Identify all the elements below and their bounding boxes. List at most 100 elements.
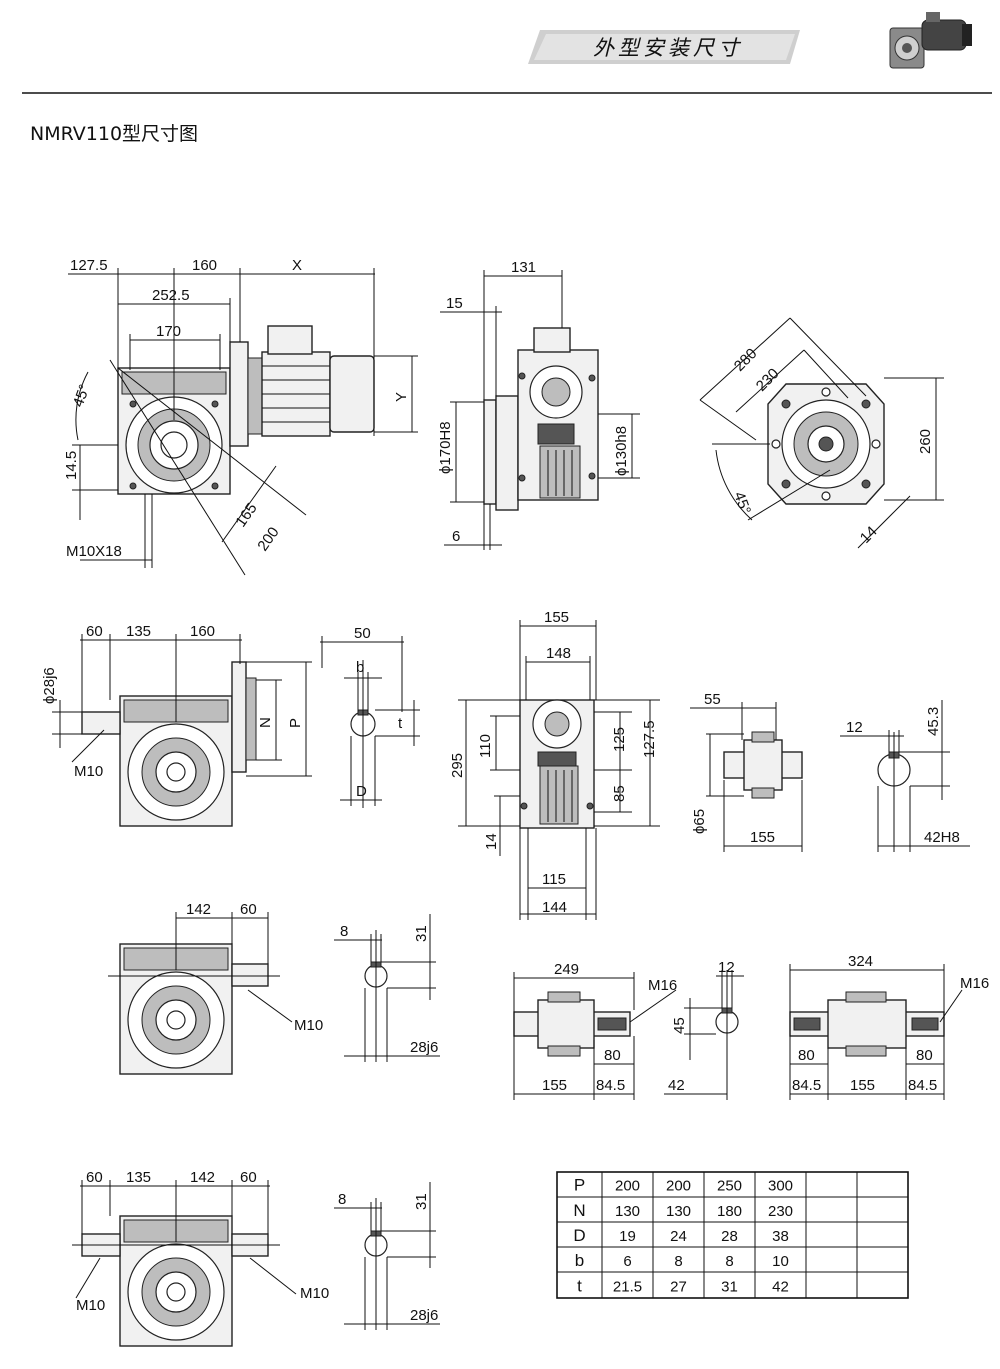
dim-m10x18: M10X18 — [66, 543, 122, 560]
table-cell: 38 — [772, 1228, 789, 1245]
table-cell: 8 — [725, 1253, 733, 1270]
dim-y: Y — [393, 392, 410, 402]
dim-155-d: 155 — [850, 1077, 875, 1094]
dim-45_3: 45.3 — [925, 707, 942, 736]
dim-28j6-a: 28j6 — [410, 1039, 438, 1056]
dim-50: 50 — [354, 625, 371, 642]
dim-160-b: 160 — [190, 623, 215, 640]
table-cell: 19 — [619, 1228, 636, 1245]
table-cell: 31 — [721, 1278, 738, 1295]
table-cell: 21.5 — [613, 1278, 642, 1295]
dim-m10-c: M10 — [76, 1297, 105, 1314]
dim-110: 110 — [477, 734, 494, 758]
dim-t: t — [398, 715, 403, 732]
dim-252_5: 252.5 — [152, 287, 190, 304]
table-row-label: P — [574, 1176, 585, 1195]
view-double-out: 60 135 142 60 M10 M10 — [72, 1169, 329, 1347]
table-cell: 42 — [772, 1278, 789, 1295]
dim-8-a: 8 — [340, 923, 348, 940]
banner-title: 外型安装尺寸 — [593, 36, 743, 60]
dim-115: 115 — [542, 871, 566, 888]
dim-m10-d: M10 — [300, 1285, 329, 1302]
table-cell: 24 — [670, 1228, 687, 1245]
table-cell: 230 — [768, 1203, 793, 1220]
dim-80-c: 80 — [916, 1047, 933, 1064]
view-hollow-key: 12 45.3 42H8 — [840, 700, 970, 852]
dim-148: 148 — [546, 645, 571, 662]
table-cell: 10 — [772, 1253, 789, 1270]
dim-135-b: 135 — [126, 1169, 151, 1186]
table-cell: 250 — [717, 1178, 742, 1195]
table-cell: 200 — [666, 1178, 691, 1195]
dim-phi65: ϕ65 — [691, 809, 708, 834]
view-double-key: 8 31 28j6 — [334, 1182, 440, 1330]
view-single-key: 12 45 42 — [664, 959, 744, 1100]
view-flange-side: 131 15 ϕ170H8 ϕ130h8 6 — [437, 259, 640, 550]
dim-8-b: 8 — [338, 1191, 346, 1208]
dim-phi130h8: ϕ130h8 — [613, 426, 630, 476]
table-cell: 6 — [623, 1253, 631, 1270]
view-flange-face: 280 230 260 45° 14 — [699, 317, 944, 549]
dim-85: 85 — [611, 785, 628, 802]
dim-14-front: 14 — [483, 833, 500, 850]
dim-144: 144 — [542, 899, 567, 916]
gearbox-thumbnail — [889, 12, 972, 69]
dim-6: 6 — [452, 528, 460, 545]
table-cell: 130 — [666, 1203, 691, 1220]
dim-28j6-b: 28j6 — [410, 1307, 438, 1324]
view-single-shaft: 249 M16 80 155 84.5 — [513, 961, 677, 1100]
table-cell: 300 — [768, 1178, 793, 1195]
dim-d: D — [356, 783, 367, 800]
view-output-key: 8 31 28j6 — [334, 914, 440, 1062]
dim-60-b: 60 — [240, 901, 257, 918]
view-double-shaft: 324 M16 80 80 84.5 155 84.5 — [789, 953, 989, 1100]
dim-60: 60 — [86, 623, 103, 640]
dim-12-single: 12 — [718, 959, 735, 976]
dim-15: 15 — [446, 295, 463, 312]
view-side-motor: 127.5 160 X 252.5 170 45° Y 14.5 165 200… — [63, 257, 418, 576]
table-cell: 130 — [615, 1203, 640, 1220]
view-input-shaft: 60 135 160 ϕ28j6 N P M10 — [41, 623, 312, 827]
dim-127_5-b: 127.5 — [641, 720, 658, 758]
dim-84_5-b: 84.5 — [792, 1077, 821, 1094]
dim-260: 260 — [917, 429, 934, 454]
dim-84_5-a: 84.5 — [596, 1077, 625, 1094]
table-cell: 28 — [721, 1228, 738, 1245]
dim-x: X — [292, 257, 302, 274]
dim-324: 324 — [848, 953, 873, 970]
view-hollow-shaft: 55 ϕ65 155 — [690, 691, 803, 852]
dim-127_5: 127.5 — [70, 257, 108, 274]
view-output-shaft: 142 60 M10 — [108, 901, 323, 1075]
dim-45-single: 45 — [671, 1017, 688, 1034]
dim-m16-a: M16 — [648, 977, 677, 994]
dim-142: 142 — [186, 901, 211, 918]
dim-phi28j6: ϕ28j6 — [41, 667, 58, 704]
dim-155-c: 155 — [542, 1077, 567, 1094]
dim-84_5-c: 84.5 — [908, 1077, 937, 1094]
dim-60-d: 60 — [240, 1169, 257, 1186]
dim-160: 160 — [192, 257, 217, 274]
dim-31-b: 31 — [413, 1193, 430, 1210]
dim-170: 170 — [156, 323, 181, 340]
dim-31-a: 31 — [413, 925, 430, 942]
dim-b: b — [356, 659, 364, 676]
table-cell: 180 — [717, 1203, 742, 1220]
dim-131: 131 — [511, 259, 536, 276]
dim-m10-a: M10 — [74, 763, 103, 780]
dim-12-hollow: 12 — [846, 719, 863, 736]
dim-m16-b: M16 — [960, 975, 989, 992]
view-front: 155 148 295 110 125 127.5 85 14 115 144 — [449, 609, 660, 920]
dim-80-a: 80 — [604, 1047, 621, 1064]
header-banner: 外型安装尺寸 — [528, 30, 800, 64]
table-cell: 200 — [615, 1178, 640, 1195]
table-cell: 27 — [670, 1278, 687, 1295]
dim-125: 125 — [611, 727, 628, 752]
dim-n: N — [257, 717, 274, 728]
dim-80-b: 80 — [798, 1047, 815, 1064]
dim-135: 135 — [126, 623, 151, 640]
dim-p: P — [287, 718, 304, 728]
table-row-label: t — [577, 1276, 582, 1295]
dim-230: 230 — [753, 365, 783, 395]
